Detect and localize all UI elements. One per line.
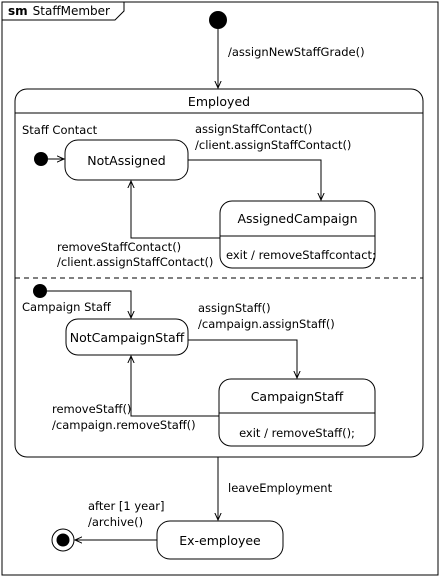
assign-contact-transition — [188, 159, 321, 200]
assigned-campaign-exit-activity: exit / removeStaffcontact; — [226, 248, 376, 262]
not-assigned-state-name: NotAssigned — [87, 153, 165, 168]
employed-state-name: Employed — [188, 94, 250, 109]
final-state-core — [56, 533, 70, 547]
campaign-staff-exit-activity: exit / removeStaff(); — [239, 426, 355, 440]
assign-staff-transition — [188, 339, 297, 378]
assign-contact-trigger: assignStaffContact() — [195, 122, 312, 136]
remove-staff-action: /campaign.removeStaff() — [52, 418, 196, 432]
leave-employment-label: leaveEmployment — [228, 481, 333, 495]
assign-contact-action: /client.assignStaffContact() — [195, 138, 351, 152]
not-campaign-staff-state — [65, 318, 189, 356]
remove-contact-trigger: removeStaffContact() — [57, 240, 181, 254]
remove-contact-action: /client.assignStaffContact() — [57, 255, 213, 269]
campaign-staff-initial-transition — [47, 290, 131, 318]
staff-contact-initial-state — [34, 152, 48, 166]
campaign-staff-initial-state — [33, 284, 47, 298]
frame-tab — [2, 2, 125, 21]
not-campaign-staff-state-name: NotCampaignStaff — [70, 330, 185, 345]
remove-staff-trigger: removeStaff() — [52, 402, 131, 416]
remove-contact-transition — [131, 181, 220, 239]
campaign-staff-state-name: CampaignStaff — [251, 389, 344, 404]
ex-employee-state-name: Ex-employee — [179, 533, 261, 548]
assigned-campaign-state-name: AssignedCampaign — [237, 211, 357, 226]
campaign-staff-region-label: Campaign Staff — [22, 300, 112, 314]
remove-staff-transition — [131, 356, 219, 417]
assigned-campaign-state — [219, 200, 376, 269]
assign-staff-trigger: assignStaff() — [198, 301, 271, 315]
archive-trigger: after [1 year] — [88, 499, 164, 513]
initial-state — [209, 11, 227, 29]
archive-action: /archive() — [88, 515, 143, 529]
initial-transition-label: /assignNewStaffGrade() — [228, 45, 365, 59]
assign-staff-action: /campaign.assignStaff() — [198, 317, 335, 331]
staff-contact-region-label: Staff Contact — [22, 123, 98, 137]
